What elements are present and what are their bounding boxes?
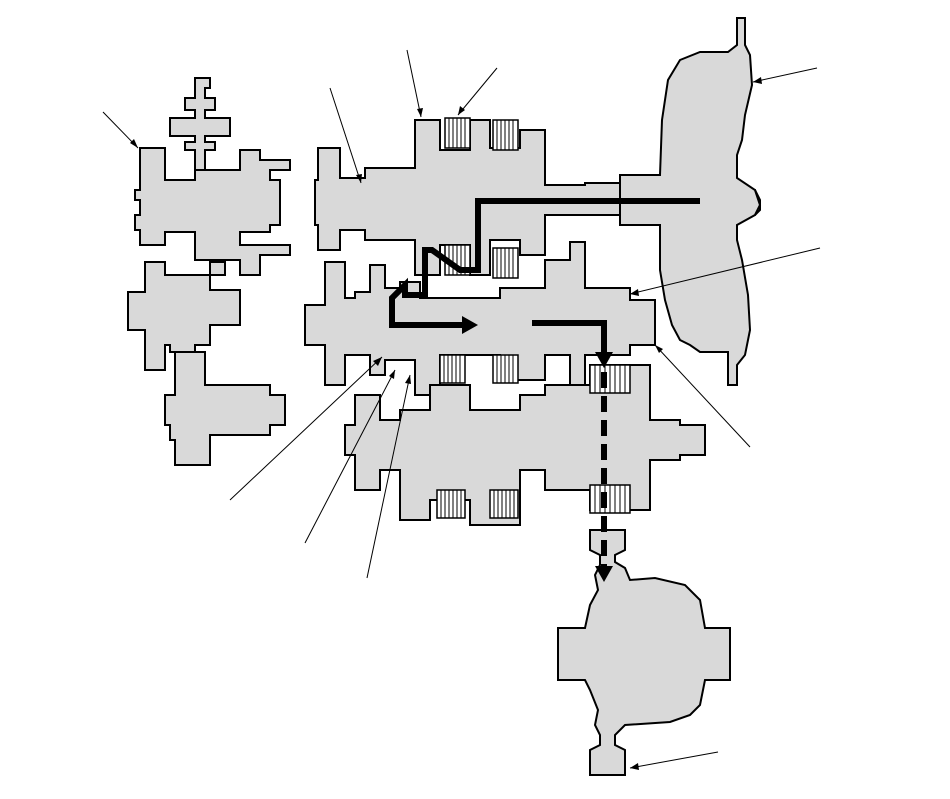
secondary-shaft [344,364,706,526]
leader-line-8 [229,356,383,501]
leader-line-2 [329,87,362,184]
leader-line-10 [366,374,411,579]
power-flow-path [389,198,700,582]
differential [557,529,731,776]
countershaft-assembly [304,241,656,396]
leader-line-3 [406,49,422,118]
left-shaft-middle [127,261,241,371]
flow-arrowhead-3 [595,566,613,582]
leader-line-9 [304,369,396,544]
flow-arrowhead-2 [595,352,613,368]
left-top-gear [169,77,231,171]
leader-line-11 [629,751,719,769]
countershaft-clutch-teeth [439,354,519,384]
flow-line-countershaft [532,320,607,355]
leader-lines [102,49,821,770]
flow-line-mainshaft [389,198,700,328]
flow-arrowhead-1 [462,316,478,334]
left-shaft-upper [134,147,291,276]
left-shaft-assembly [127,77,291,466]
leader-line-7 [654,344,751,448]
countershaft [304,241,656,396]
leader-line-4 [457,67,498,116]
secondary-shaft-assembly [344,364,706,526]
leader-line-6 [629,247,821,295]
left-shaft-lower [164,351,286,466]
leader-line-5 [752,67,818,83]
secondary-shaft-teeth [436,364,631,519]
